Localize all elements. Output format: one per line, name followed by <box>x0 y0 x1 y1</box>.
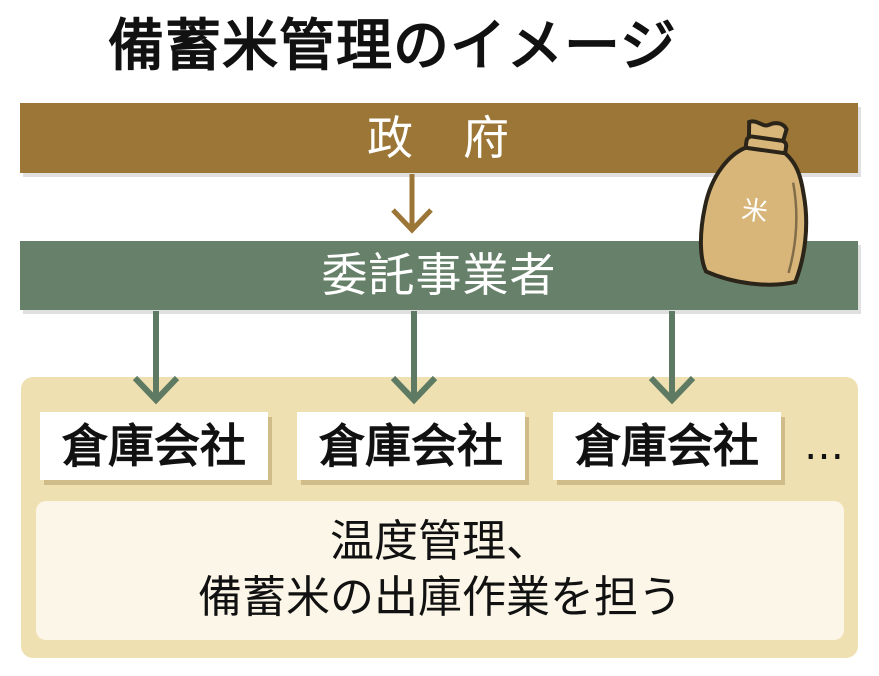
arrow-government-to-contractor <box>391 174 433 234</box>
task-description-box: 温度管理、 備蓄米の出庫作業を担う <box>36 501 844 640</box>
diagram-title: 備蓄米管理のイメージ <box>108 14 677 79</box>
warehouse-box-2: 倉庫会社 <box>297 412 525 480</box>
more-indicator: … <box>804 423 846 469</box>
warehouse-box-3: 倉庫会社 <box>553 412 781 480</box>
government-bar: 政 府 <box>20 103 858 173</box>
task-line-1: 温度管理、 <box>330 516 550 567</box>
rice-bag-icon: 米 <box>698 119 809 287</box>
rice-bag-label: 米 <box>740 195 770 228</box>
warehouse-box-1: 倉庫会社 <box>40 412 268 480</box>
task-line-2: 備蓄米の出庫作業を担う <box>198 572 682 623</box>
